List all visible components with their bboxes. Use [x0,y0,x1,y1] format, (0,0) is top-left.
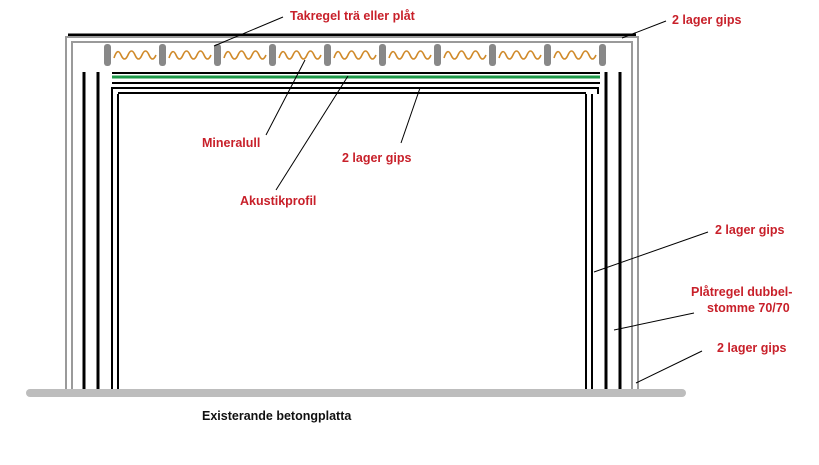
ceiling-stud [379,44,386,66]
insulation-squiggle [553,50,597,60]
label-platregel-line2: stomme 70/70 [707,301,790,315]
insulation-squiggle [278,50,322,60]
label-akustikprofil: Akustikprofil [240,194,317,208]
insulation-squiggle [168,50,212,60]
label-mineralull: Mineralull [202,136,261,150]
label-takregel: Takregel trä eller plåt [290,9,415,23]
right-wall-studs [585,72,622,389]
ceiling-studs [104,44,606,66]
ceiling-stud [159,44,166,66]
insulation-squiggle [498,50,542,60]
insulation-squiggle [333,50,377,60]
leader-akustikprofil [275,75,349,191]
ceiling-stud [489,44,496,66]
label-betongplatta: Existerande betongplatta [202,409,352,423]
ceiling-gypsum [111,72,600,94]
ceiling-stud [214,44,221,66]
ceiling-stud [269,44,276,66]
insulation-squiggle [443,50,487,60]
insulation-squiggle [113,50,157,60]
concrete-slab [26,389,686,397]
leader-gips-right-inner [593,231,709,273]
ceiling-stud [104,44,111,66]
leader-gips-ceiling [400,87,421,144]
label-platregel-line1: Plåtregel dubbel- [691,285,793,299]
mineral-wool-insulation [113,50,597,60]
outer-gypsum [65,36,639,389]
leader-mineralull [265,59,306,136]
ceiling-stud [324,44,331,66]
insulation-squiggle [388,50,432,60]
label-gips-right-inner: 2 lager gips [715,223,785,237]
ceiling-stud [434,44,441,66]
leader-platregel [613,312,695,331]
leader-takregel [213,16,284,47]
left-wall-studs [82,72,119,389]
label-gips-ceiling: 2 lager gips [342,151,412,165]
leader-gips-right-outer [635,350,703,384]
label-gips-right-outer: 2 lager gips [717,341,787,355]
ceiling-stud [599,44,606,66]
ceiling-stud [544,44,551,66]
leader-gips-top-right [621,20,667,39]
insulation-squiggle [223,50,267,60]
label-gips-top-right: 2 lager gips [672,13,742,27]
leader-lines [213,16,709,384]
